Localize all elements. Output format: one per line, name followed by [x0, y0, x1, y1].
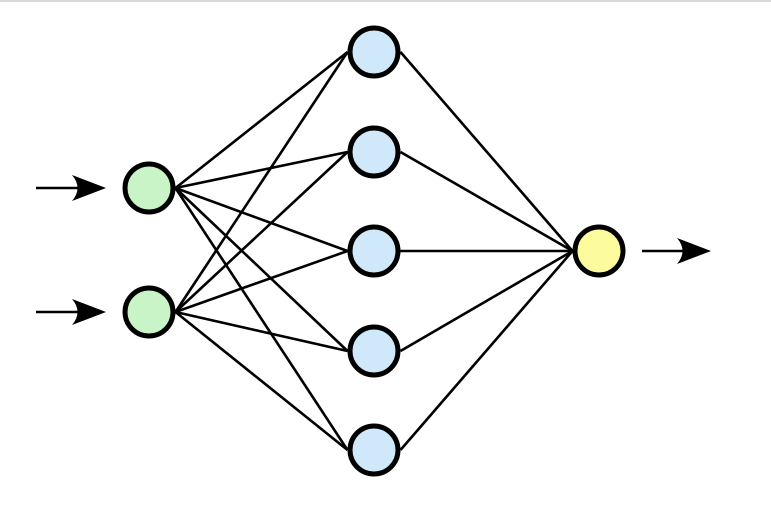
edge-hidden-node-1-to-output-node: [399, 51, 574, 252]
edge-input-node-1-to-hidden-node-4: [174, 187, 349, 352]
edge-hidden-node-2-to-output-node: [399, 150, 574, 253]
hidden-node-2: [347, 125, 401, 179]
input-node-2: [122, 285, 176, 339]
output-node: [572, 224, 626, 278]
edge-hidden-node-5-to-output-node: [399, 250, 574, 451]
output-arrow-head: [677, 238, 711, 264]
input-arrow-2-head: [72, 299, 106, 325]
hidden-node-3: [347, 224, 401, 278]
edge-input-node-1-to-hidden-node-5: [174, 187, 349, 451]
window-top-border: [0, 0, 771, 2]
input-arrow-1-head: [72, 175, 106, 201]
edge-input-node-1-to-hidden-node-3: [175, 186, 348, 253]
edge-input-node-1-to-hidden-node-2: [175, 150, 348, 190]
hidden-node-4: [347, 324, 401, 378]
hidden-node-5: [347, 423, 401, 477]
edge-input-node-2-to-hidden-node-1: [174, 51, 349, 313]
hidden-node-1: [347, 25, 401, 79]
edge-input-node-2-to-hidden-node-4: [175, 310, 348, 353]
edge-input-node-1-to-hidden-node-1: [174, 50, 349, 190]
input-node-1: [122, 161, 176, 215]
edge-hidden-node-4-to-output-node: [399, 249, 574, 353]
edge-input-node-2-to-hidden-node-5: [174, 310, 349, 452]
edge-input-node-2-to-hidden-node-3: [175, 249, 348, 314]
edge-input-node-2-to-hidden-node-2: [174, 151, 349, 313]
